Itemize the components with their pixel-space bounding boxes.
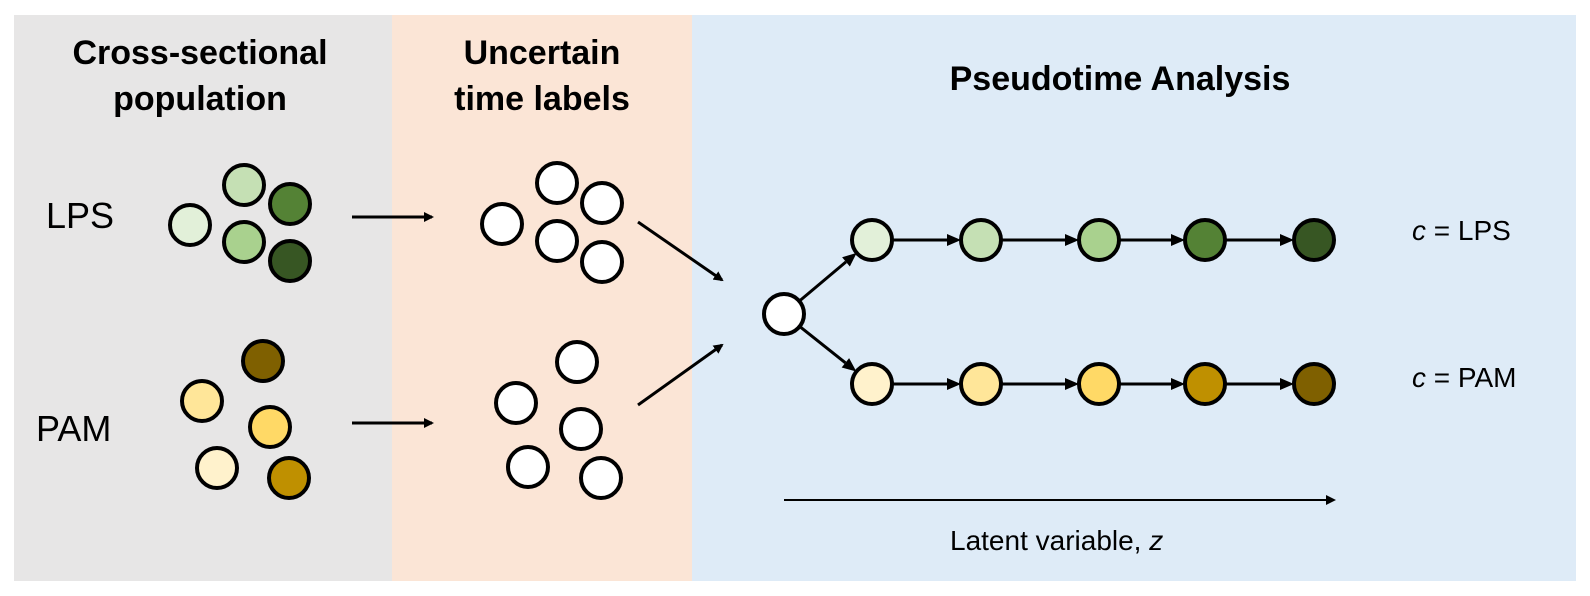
unlabeled-cell [480,202,524,246]
latent-axis-label: Latent variable, z [950,525,1163,557]
pam-cell [180,379,224,423]
branch-label-pam: c = PAM [1412,362,1517,394]
cross-sectional-heading: Cross-sectional population [40,30,360,122]
trajectory-arrow-pam-head [1280,378,1294,390]
unlabeled-cell [580,181,624,225]
converge-arrow-top [637,220,724,282]
branch-var-pam: c [1412,362,1426,393]
branch-arrow-lps-line [798,260,847,303]
uncertain-labels-panel [392,15,692,581]
converge-arrow-bottom [637,343,724,407]
lps-trajectory-cell [1183,218,1227,262]
pam-trajectory-cell [1077,362,1121,406]
pam-cell [195,446,239,490]
lps-cell [222,163,266,207]
branch-arrow-pam-head [841,358,857,372]
unlabeled-cell [535,161,579,205]
unlabeled-cell [559,407,603,451]
lps-cell [268,239,312,283]
pseudotime-panel [692,15,1576,581]
trajectory-arrow-pam-head [1065,378,1079,390]
trajectory-arrow-lps-head [1280,234,1294,246]
uncertain-heading-line2: time labels [454,80,630,118]
unlabeled-cell [506,445,550,489]
trajectory-arrow-pam-head [947,378,961,390]
group-label-lps: LPS [46,195,115,236]
lps-trajectory-cell [959,218,1003,262]
pam-trajectory-cell [850,362,894,406]
pam-trajectory-cell [959,362,1003,406]
lps-cell [168,203,212,247]
uncertain-heading-line1: Uncertain [463,34,621,72]
cross-sectional-panel [14,15,392,581]
branch-label-lps: c = LPS [1412,215,1511,247]
latent-axis-var: z [1149,525,1164,556]
branch-var-lps: c [1412,215,1426,246]
branch-text-lps: = LPS [1426,215,1511,246]
unlabeled-cell [494,381,538,425]
trajectory-arrow-pam-head [1171,378,1185,390]
lps-trajectory-cell [850,218,894,262]
unlabeled-cell [579,456,623,500]
unlabeled-cell [555,340,599,384]
unlabeled-cell [535,219,579,263]
pam-cell [267,456,311,500]
branch-arrow-lps-head [842,252,857,267]
cross-sectional-heading-line1: Cross-sectional [72,34,328,72]
group-label-pam: PAM [36,408,112,449]
pseudotime-tree [762,218,1336,406]
pam-trajectory-cell [1183,362,1227,406]
unlabeled-cell [580,240,624,284]
pam-cell [241,339,285,383]
lps-trajectory-cell [1077,218,1121,262]
branch-arrow-pam-line [798,325,847,365]
branch-text-pam: = PAM [1426,362,1517,393]
lps-trajectory-cell [1292,218,1336,262]
pam-trajectory-cell [1292,362,1336,406]
pseudotime-heading: Pseudotime Analysis [949,60,1291,98]
trajectory-arrow-lps-head [947,234,961,246]
latent-axis-text: Latent variable, [950,525,1150,556]
trajectory-arrow-lps-head [1065,234,1079,246]
lps-cell [222,220,266,264]
root-cell [762,292,806,336]
uncertain-heading: Uncertain time labels [392,30,692,122]
lps-cell [268,182,312,226]
trajectory-arrow-lps-head [1171,234,1185,246]
pam-cell [248,405,292,449]
cross-sectional-heading-line2: population [113,80,287,118]
